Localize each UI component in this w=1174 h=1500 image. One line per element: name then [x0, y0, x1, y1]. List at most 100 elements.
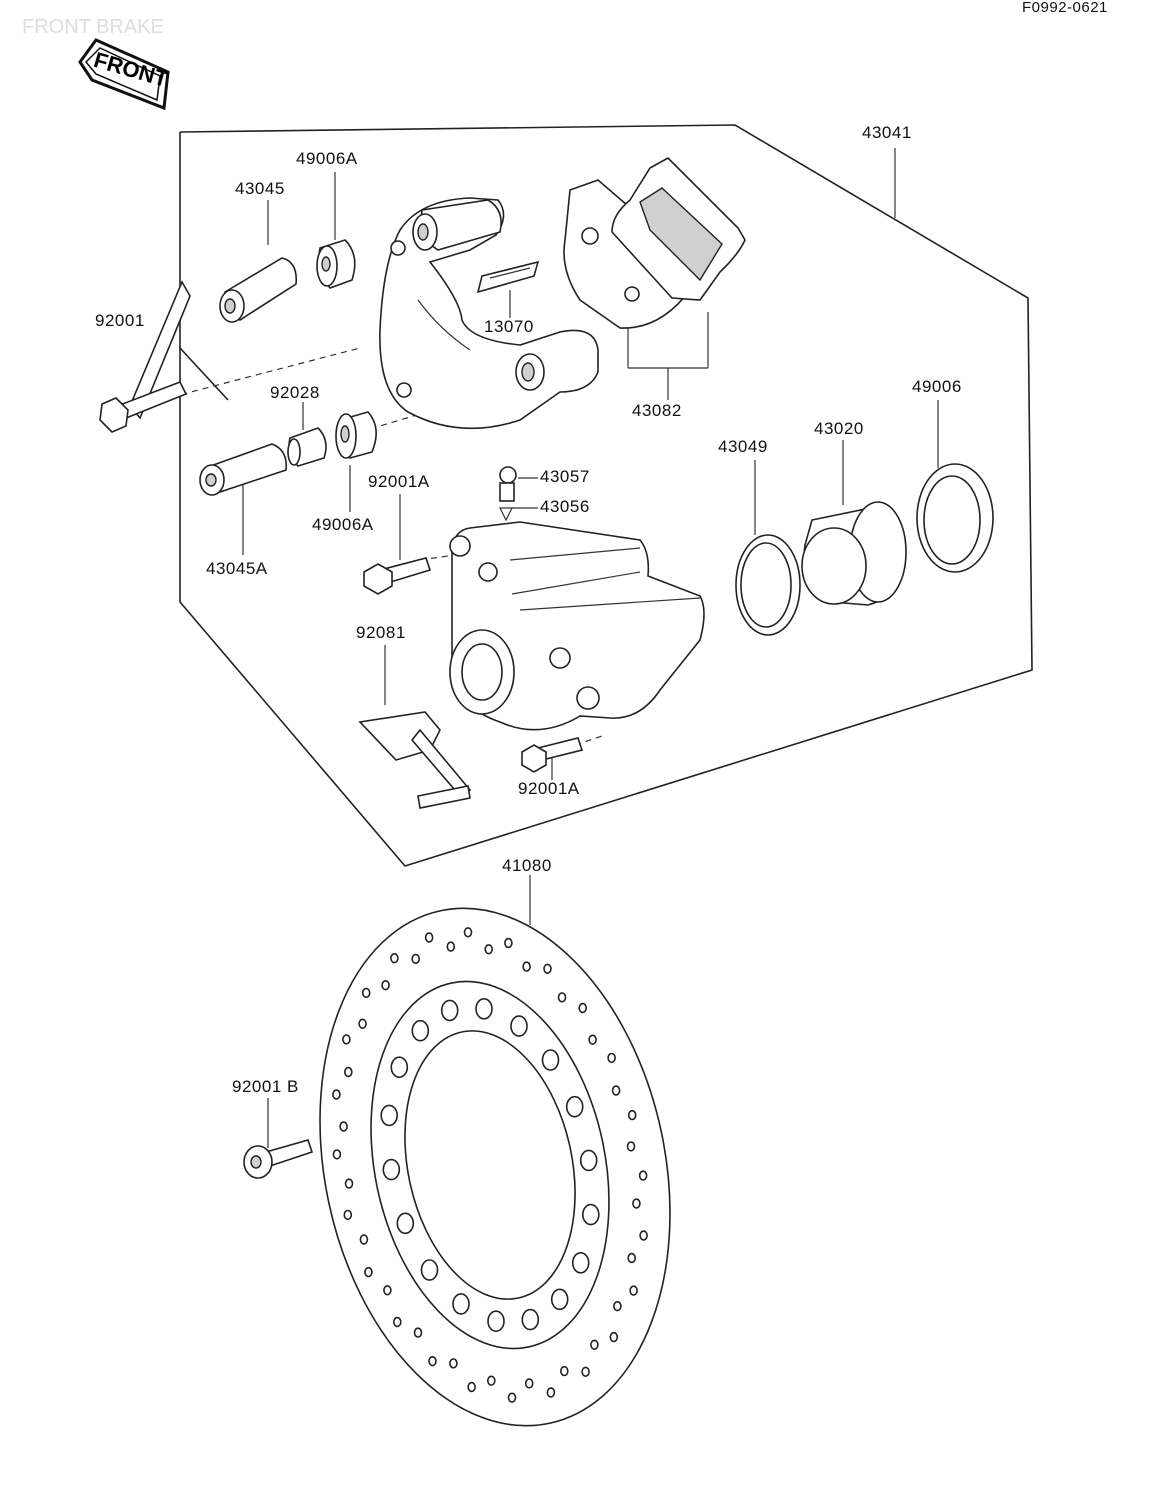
disc-hole	[613, 1300, 622, 1312]
mount-bolt	[99, 280, 191, 433]
disc-hole	[581, 1366, 590, 1378]
disc-hole	[411, 1019, 430, 1042]
brake-pads	[563, 157, 746, 329]
disc-hole	[524, 1378, 534, 1389]
disc-hole	[413, 1327, 423, 1338]
disc-hole	[359, 1234, 369, 1245]
header-code: F0992-0621	[1022, 0, 1108, 16]
disc-hole	[626, 1141, 636, 1152]
boot-lower	[335, 411, 377, 459]
disc-hole	[342, 1034, 351, 1045]
disc-hole	[590, 1339, 599, 1351]
disc-hole	[343, 1209, 353, 1221]
label-92001a-low: 92001A	[518, 779, 580, 798]
label-49006: 49006	[912, 377, 962, 396]
disc-bolt	[243, 1139, 314, 1179]
front-arrow-icon: FRONT	[78, 38, 171, 111]
disc-hole	[546, 1387, 556, 1398]
slide-pin-upper	[219, 257, 298, 323]
disc-hole	[358, 1018, 367, 1029]
disc-hole	[396, 1212, 415, 1235]
disc-hole	[522, 961, 531, 972]
caliper-bolt-lower	[521, 737, 584, 773]
caliper-bracket	[379, 197, 599, 430]
label-92081: 92081	[356, 623, 406, 642]
sleeve	[287, 427, 327, 467]
slide-pin-lower	[199, 443, 288, 496]
disc-hole	[550, 1288, 569, 1311]
disc-hole	[609, 1331, 619, 1343]
caliper-body	[449, 521, 705, 731]
piston	[801, 501, 907, 606]
disc-hole	[361, 987, 371, 999]
disc-hole	[463, 927, 473, 938]
label-43045: 43045	[235, 179, 285, 198]
dust-seal	[916, 463, 994, 573]
disc-hole	[504, 937, 513, 949]
disc-hole	[639, 1230, 648, 1241]
label-43020: 43020	[814, 419, 864, 438]
label-43082: 43082	[632, 401, 682, 420]
disc-hole	[579, 1149, 598, 1172]
disc-hole	[452, 1293, 470, 1315]
label-49006a-top: 49006A	[296, 149, 358, 168]
disc-hole	[449, 1358, 458, 1369]
disc-hole	[486, 1375, 496, 1386]
disc-hole	[380, 1104, 399, 1127]
disc-hole	[364, 1266, 373, 1278]
disc-hole	[381, 979, 390, 991]
boot-upper	[316, 239, 356, 289]
label-92001b: 92001 B	[232, 1077, 299, 1096]
label-43045a: 43045A	[206, 559, 268, 578]
disc-hole	[543, 963, 552, 974]
caliper-bolt-mid	[363, 557, 432, 595]
disc-hole	[611, 1085, 621, 1096]
disc-hole	[588, 1034, 597, 1045]
label-43041: 43041	[862, 123, 912, 142]
label-43056: 43056	[540, 497, 590, 516]
disc-hole	[638, 1170, 648, 1181]
disc-hole	[343, 1066, 353, 1078]
disc-hole	[390, 1056, 409, 1078]
disc-hole	[344, 1178, 354, 1189]
disc-hole	[420, 1259, 439, 1281]
disc-hole	[571, 1252, 590, 1274]
disc-hole	[390, 952, 399, 964]
disc-hole	[487, 1310, 505, 1332]
bleeder-valve	[499, 466, 517, 522]
disc-hole	[392, 1316, 402, 1328]
disc-hole	[446, 941, 456, 952]
label-92028: 92028	[270, 383, 320, 402]
disc-hole	[557, 992, 567, 1003]
disc-hole	[627, 1252, 637, 1264]
disc-hole	[629, 1285, 638, 1296]
brake-disc	[319, 907, 671, 1427]
disc-hole	[428, 1355, 437, 1367]
label-43057: 43057	[540, 467, 590, 486]
header-title: FRONT BRAKE	[22, 16, 164, 38]
disc-hole	[507, 1392, 517, 1403]
disc-hole	[607, 1052, 616, 1064]
disc-hole	[578, 1002, 588, 1014]
disc-hole	[383, 1285, 392, 1296]
disc-hole	[510, 1015, 528, 1037]
disc-hole	[332, 1089, 341, 1100]
label-92001: 92001	[95, 311, 145, 330]
label-43049: 43049	[718, 437, 768, 456]
disc-hole	[475, 997, 493, 1020]
disc-hole	[339, 1121, 348, 1132]
disc-hole	[627, 1109, 637, 1121]
disc-hole	[484, 944, 494, 955]
disc-hole	[581, 1203, 600, 1226]
pad-spring	[358, 711, 472, 809]
disc-hole	[559, 1365, 569, 1377]
disc-hole	[411, 953, 421, 965]
disc-hole	[565, 1095, 584, 1118]
anti-rattle-spring	[476, 260, 540, 294]
disc-hole	[440, 999, 459, 1022]
disc-hole	[424, 932, 434, 943]
label-49006a-low: 49006A	[312, 515, 374, 534]
disc-hole	[632, 1198, 641, 1209]
